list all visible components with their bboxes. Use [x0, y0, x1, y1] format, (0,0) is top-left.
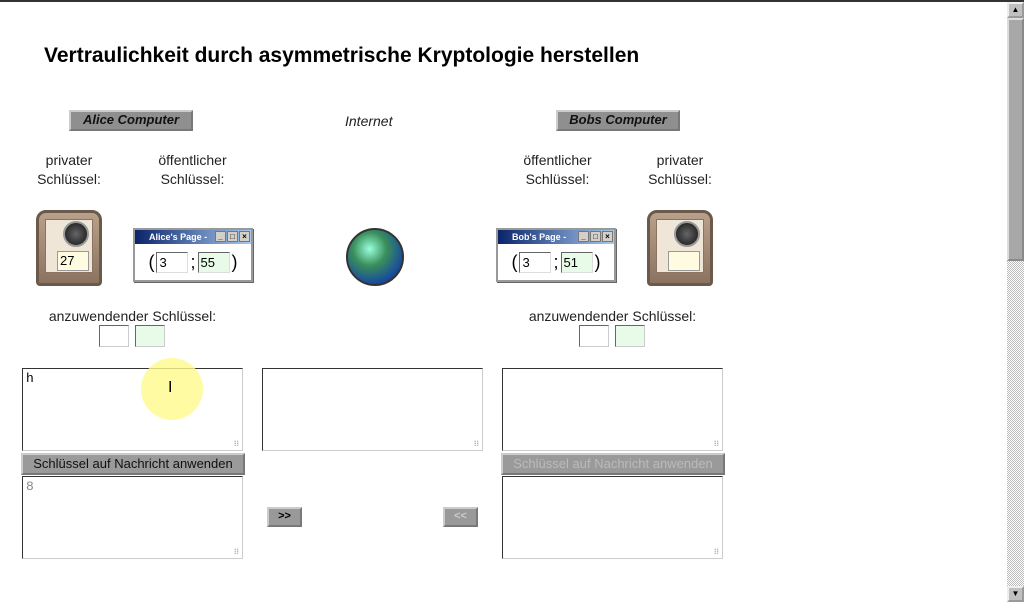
cursor-highlight	[141, 358, 203, 420]
bob-private-key-label: privater Schlüssel:	[648, 152, 712, 187]
alice-apply-key-exponent[interactable]	[99, 325, 129, 347]
bob-result-textarea[interactable]: ⁝⁝	[502, 476, 723, 559]
close-icon[interactable]: ×	[239, 231, 250, 242]
close-icon[interactable]: ×	[602, 231, 613, 242]
alice-private-key-field[interactable]: 27	[57, 251, 89, 271]
alice-public-modulus-field[interactable]: 55	[197, 251, 230, 273]
alice-result-text: 8	[26, 479, 34, 494]
bob-public-key-label: öffentlicher Schlüssel:	[523, 152, 592, 187]
bob-page-window: Bob's Page - _□× (3;51)	[496, 228, 616, 282]
text-cursor-icon: I	[168, 379, 173, 396]
bob-apply-button[interactable]: Schlüssel auf Nachricht anwenden	[501, 453, 725, 475]
page-title: Vertraulichkeit durch asymmetrische Kryp…	[44, 44, 640, 67]
minimize-icon[interactable]: _	[578, 231, 589, 242]
send-to-internet-button[interactable]: >>	[267, 507, 302, 527]
alice-message-textarea[interactable]: h⁝⁝	[22, 368, 243, 451]
vertical-scrollbar[interactable]: ▲ ▼	[1007, 2, 1024, 602]
bob-apply-key-exponent[interactable]	[579, 325, 609, 347]
alice-message-text: h	[26, 371, 34, 386]
maximize-icon[interactable]: □	[590, 231, 601, 242]
scroll-up-arrow-icon[interactable]: ▲	[1007, 2, 1024, 18]
bob-public-exponent-field[interactable]: 3	[519, 251, 552, 273]
alice-apply-button[interactable]: Schlüssel auf Nachricht anwenden	[21, 453, 245, 475]
scrollbar-thumb[interactable]	[1007, 18, 1024, 261]
bob-window-title: Bob's Page -	[512, 232, 567, 242]
alice-apply-key-label: anzuwendender Schlüssel:	[48, 308, 217, 324]
alice-apply-key-modulus[interactable]	[135, 325, 165, 347]
alice-public-exponent-field[interactable]: 3	[156, 251, 189, 273]
alice-page-window: Alice's Page - _□× (3;55)	[133, 228, 253, 282]
bob-apply-key-modulus[interactable]	[615, 325, 645, 347]
alice-result-textarea[interactable]: 8⁝⁝	[22, 476, 243, 559]
alice-private-key-label: privater Schlüssel:	[37, 152, 101, 187]
internet-message-textarea[interactable]: ⁝⁝	[262, 368, 483, 451]
alice-window-title: Alice's Page -	[149, 232, 208, 242]
alice-computer-button[interactable]: Alice Computer	[69, 110, 193, 131]
alice-public-key-label: öffentlicher Schlüssel:	[158, 152, 227, 187]
alice-safe-icon: 27	[36, 210, 102, 286]
bob-computer-button[interactable]: Bobs Computer	[556, 110, 680, 131]
minimize-icon[interactable]: _	[215, 231, 226, 242]
bob-message-textarea[interactable]: ⁝⁝	[502, 368, 723, 451]
bob-public-modulus-field[interactable]: 51	[560, 251, 593, 273]
internet-label: Internet	[345, 113, 393, 129]
send-back-button[interactable]: <<	[443, 507, 478, 527]
globe-icon	[346, 228, 404, 286]
maximize-icon[interactable]: □	[227, 231, 238, 242]
bob-private-key-field[interactable]	[668, 251, 700, 271]
bob-safe-icon	[647, 210, 713, 286]
bob-apply-key-label: anzuwendender Schlüssel:	[528, 308, 697, 324]
